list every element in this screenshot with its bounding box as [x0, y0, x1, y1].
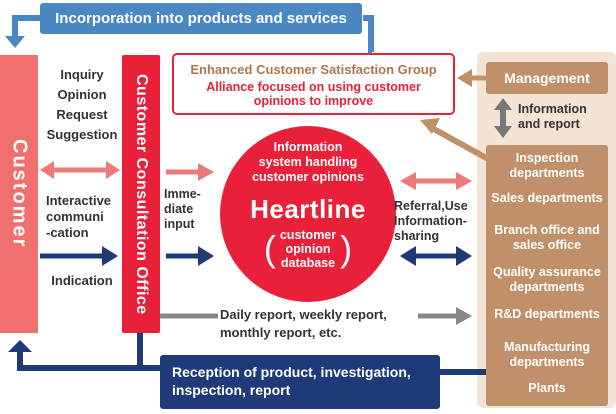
reception-up-arrowhead — [8, 340, 32, 352]
interactive-label: Interactive communi -cation — [46, 193, 112, 240]
heartline-database: ( customer opinion database ) — [263, 228, 353, 270]
info-report-double-arrow — [494, 98, 512, 138]
management-label: Management — [504, 70, 590, 86]
customer-column: Customer — [0, 55, 38, 333]
immediate-input-arrow-bottom — [166, 246, 214, 266]
interactive-double-arrow — [40, 161, 120, 179]
heartline-description: Information system handling customer opi… — [252, 140, 364, 184]
group-box: Enhanced Customer Satisfaction Group All… — [172, 53, 455, 115]
group-title: Enhanced Customer Satisfaction Group — [190, 62, 437, 77]
daily-report-label: Daily report, weekly report, monthly rep… — [220, 307, 387, 340]
incorporation-bar: Incorporation into products and services — [40, 3, 362, 34]
dept-quality-assurance: Quality assurance departments — [493, 265, 601, 294]
dept-plants: Plants — [528, 381, 566, 395]
incorporation-left-line — [12, 15, 40, 38]
indication-label: Indication — [51, 273, 113, 288]
incorporation-loop-line — [363, 15, 374, 55]
paren-left: ( — [263, 228, 276, 269]
referral-label: Referral,Use Information- sharing — [394, 199, 468, 243]
consultation-office-label: Customer Consultation Office — [133, 73, 150, 315]
paren-right: ) — [340, 228, 353, 269]
incorporation-label: Incorporation into products and services — [55, 10, 347, 27]
inquiry-item: Inquiry — [60, 67, 104, 82]
management-box: Management — [486, 62, 608, 94]
dept-inspection: Inspection departments — [509, 151, 585, 180]
immediate-input-label: Imme- diate input — [164, 187, 201, 231]
departments-box: Inspection departments Sales departments… — [486, 145, 608, 406]
incorporation-arrowhead — [5, 36, 25, 48]
departments-to-group-arrow — [420, 118, 492, 163]
dept-manufacturing: Manufacturing departments — [503, 340, 591, 369]
management-to-group-arrow — [457, 69, 486, 87]
daily-report-arrow — [160, 307, 472, 325]
dept-branch-office: Branch office and sales office — [494, 223, 600, 252]
info-report-label: Information and report — [518, 102, 587, 131]
dept-sales: Sales departments — [491, 191, 603, 205]
inquiry-list: Inquiry Opinion Request Suggestion — [42, 65, 122, 145]
referral-double-arrow-navy — [400, 246, 472, 266]
request-item: Request — [56, 107, 108, 122]
consultation-office-column: Customer Consultation Office — [122, 55, 160, 333]
customer-label: Customer — [8, 139, 31, 249]
heartline-content: Information system handling customer opi… — [220, 140, 396, 270]
indication-arrow — [40, 246, 118, 266]
immediate-input-arrow-top — [166, 163, 214, 181]
opinion-item: Opinion — [57, 87, 107, 102]
heartline-circle — [220, 126, 396, 302]
referral-double-arrow-pink — [400, 172, 472, 190]
reception-bar: Reception of product, investigation, ins… — [160, 355, 440, 409]
heartline-name: Heartline — [250, 194, 366, 224]
suggestion-item: Suggestion — [46, 127, 118, 142]
dept-rnd: R&D departments — [494, 307, 600, 321]
group-subtitle: Alliance focused on using customer opini… — [206, 80, 421, 108]
